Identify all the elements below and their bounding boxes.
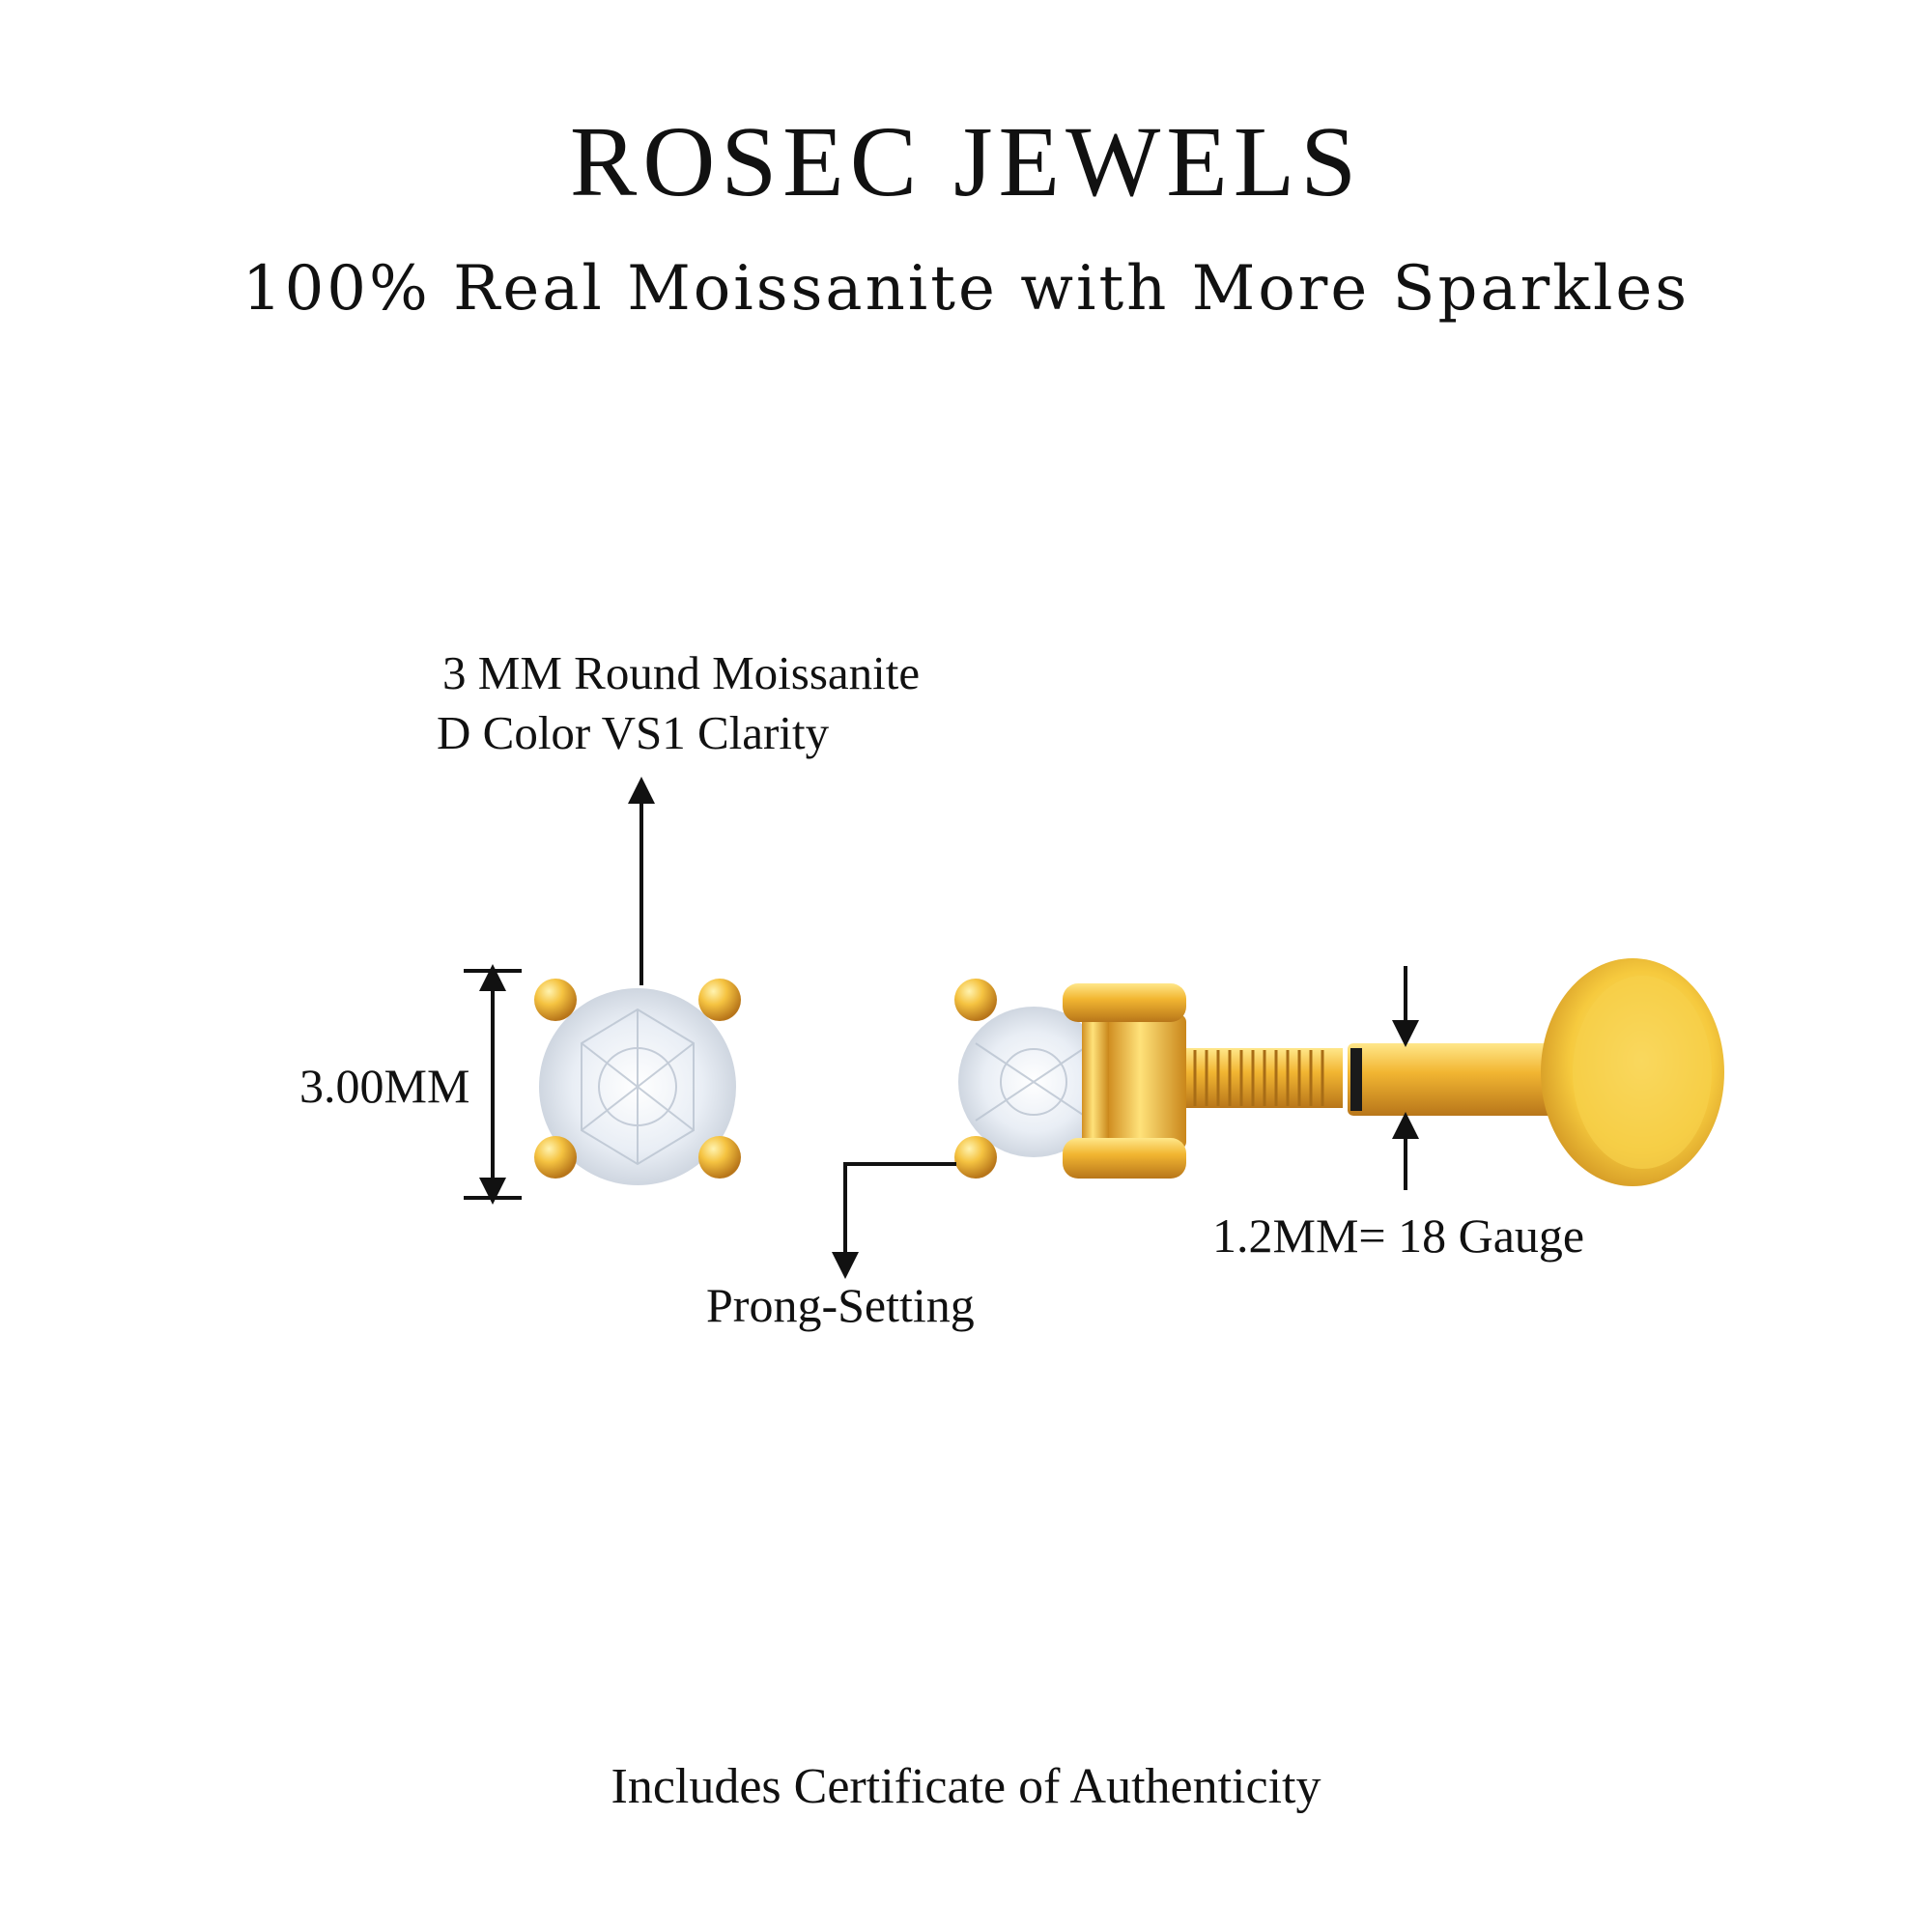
prong-bar-bottom-back: [1063, 1138, 1186, 1179]
top-view-stud: [534, 979, 741, 1185]
prong-top-right: [698, 979, 741, 1021]
stone-spec-line-1: 3 MM Round Moissanite: [442, 646, 921, 699]
prong-tip-top: [954, 979, 997, 1021]
prong-top-left: [534, 979, 577, 1021]
stone-spec-line-2: D Color VS1 Clarity: [437, 706, 830, 759]
dimension-arrow: [464, 964, 522, 1205]
side-view-stud: [954, 958, 1724, 1186]
setting-cup: [1109, 1014, 1186, 1150]
certificate-note: Includes Certificate of Authenticity: [611, 1759, 1321, 1814]
dimension-label: 3.00MM: [299, 1059, 470, 1113]
threaded-post: [1169, 1048, 1343, 1108]
prong-bar-top-back: [1063, 983, 1186, 1022]
brand-title: ROSEC JEWELS: [569, 106, 1363, 217]
prong-setting-label: Prong-Setting: [706, 1278, 975, 1332]
barbell-shaft: [1348, 1043, 1579, 1116]
tagline: 100% Real Moissanite with More Sparkles: [242, 253, 1690, 325]
prong-bottom-right: [698, 1136, 741, 1179]
gauge-label: 1.2MM= 18 Gauge: [1212, 1208, 1585, 1263]
prong-callout-arrow: [832, 1162, 956, 1279]
prong-bottom-left: [534, 1136, 577, 1179]
prong-tip-bottom: [954, 1136, 997, 1179]
